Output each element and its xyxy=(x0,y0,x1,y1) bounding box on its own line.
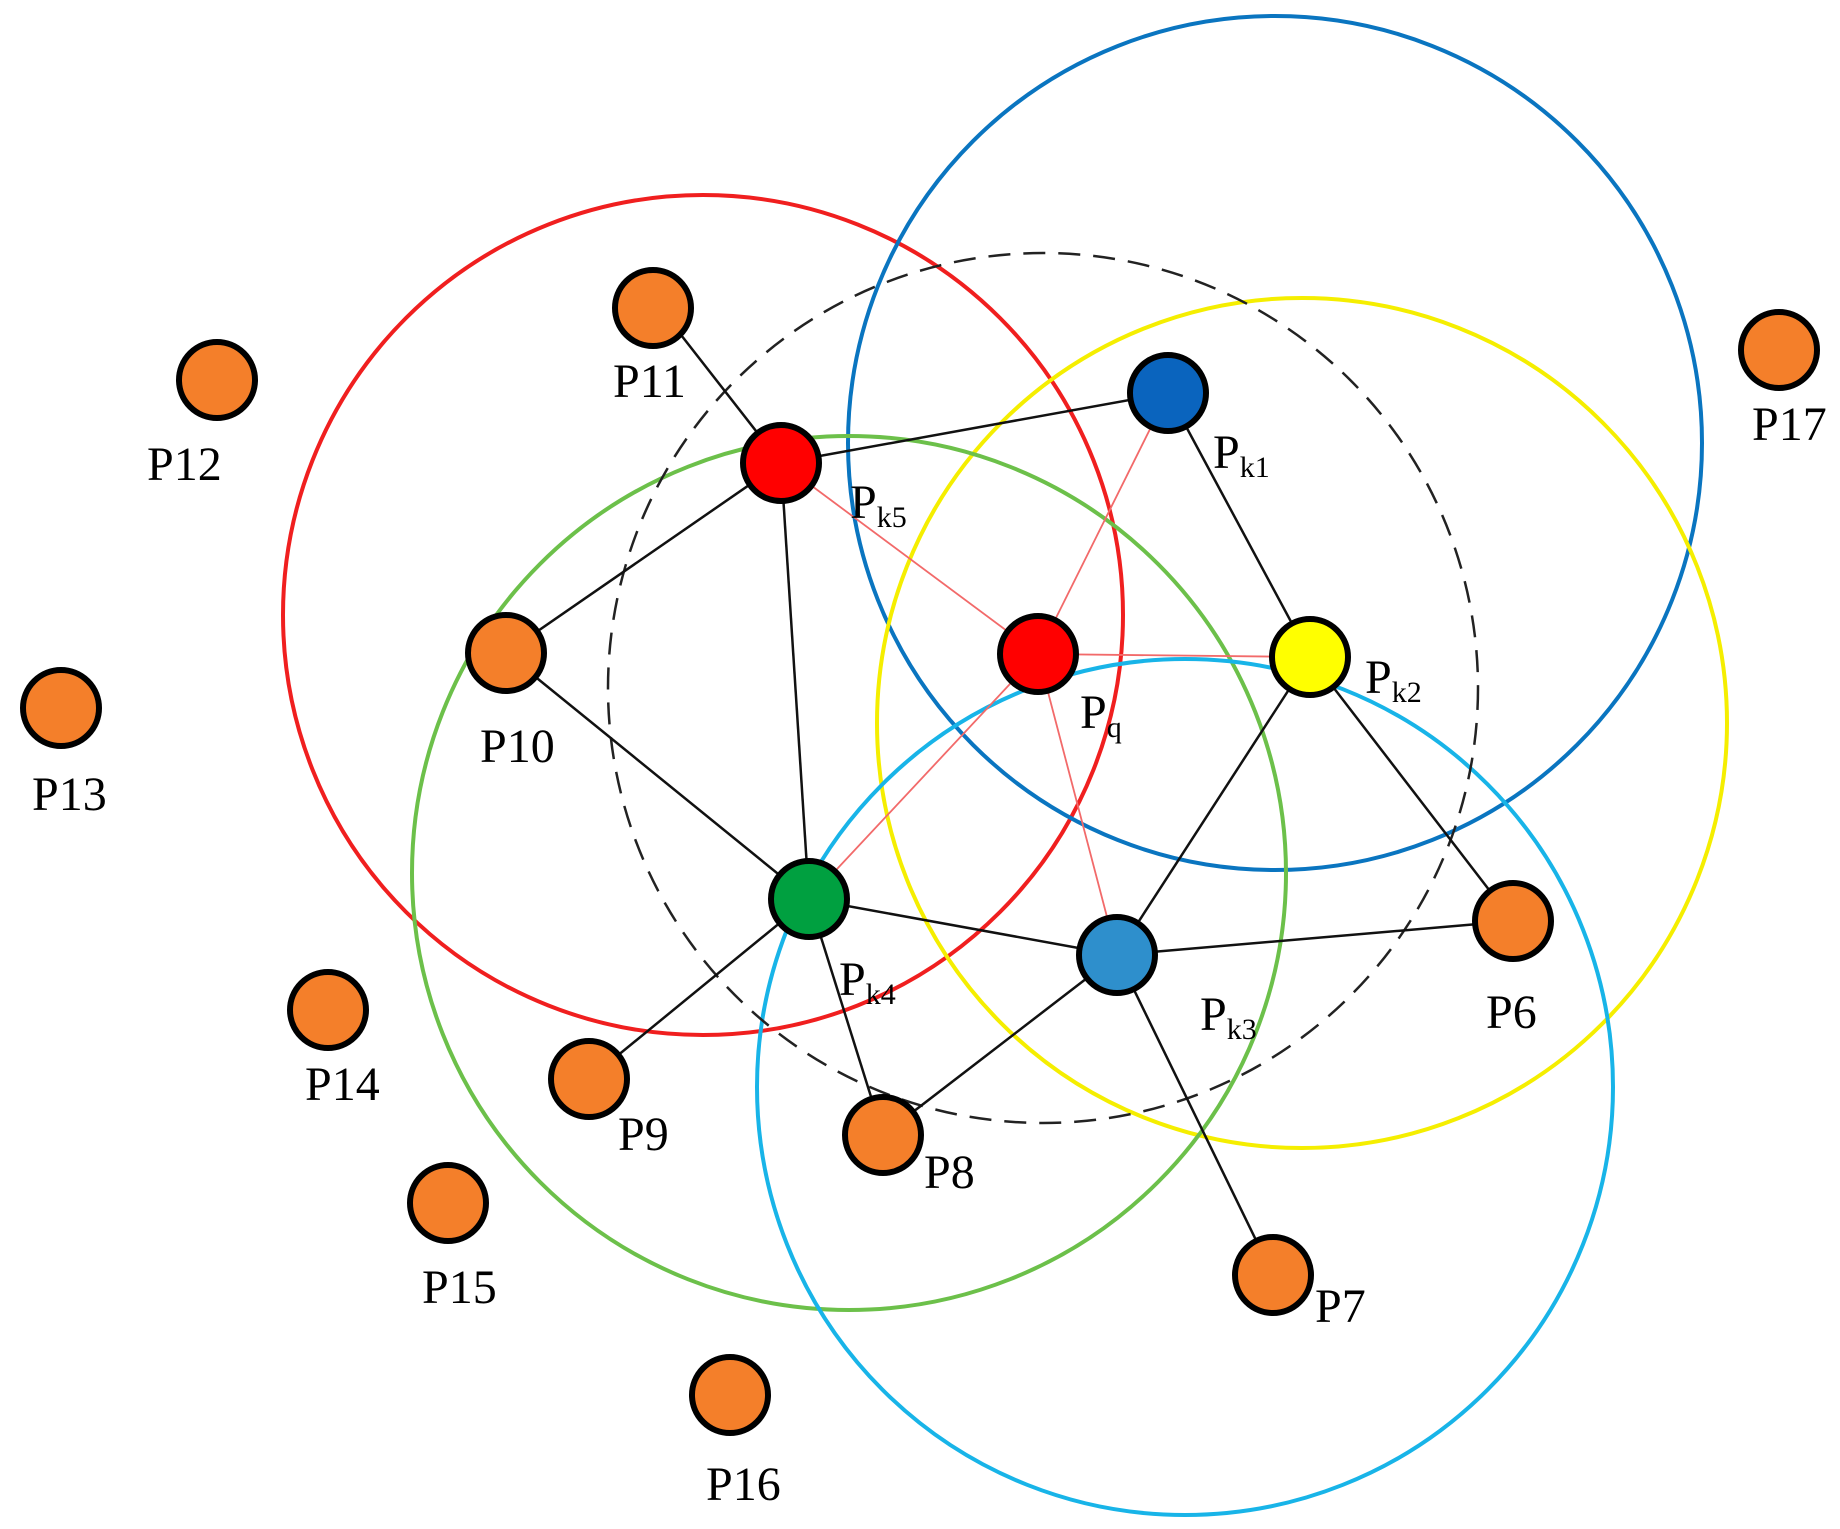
label-pk3: Pk3 xyxy=(1200,988,1257,1046)
node-p8 xyxy=(842,1094,924,1176)
label-p15: P15 xyxy=(422,1261,497,1314)
label-p10: P10 xyxy=(480,720,555,773)
range-circle-green xyxy=(410,434,1288,1312)
edge-pk4-p8 xyxy=(807,898,885,1136)
label-p13: P13 xyxy=(32,768,107,821)
node-p15 xyxy=(407,1162,489,1244)
node-pk4 xyxy=(768,858,850,940)
node-p6 xyxy=(1472,880,1554,962)
edge-pk2-p6 xyxy=(1309,656,1514,922)
label-p11: P11 xyxy=(613,355,686,408)
node-pk1 xyxy=(1127,352,1209,434)
query-edges xyxy=(780,392,1311,956)
edge-pk5-p10 xyxy=(505,461,782,655)
node-p17 xyxy=(1738,309,1820,391)
range-circle-blue xyxy=(846,14,1704,872)
node-p7 xyxy=(1232,1234,1314,1316)
label-p9: P9 xyxy=(618,1108,669,1161)
edge-pk5-pk1 xyxy=(780,391,1169,465)
label-p7: P7 xyxy=(1315,1280,1366,1333)
label-p6: P6 xyxy=(1486,986,1537,1039)
node-p11 xyxy=(612,267,694,349)
edge-pk1-pk2 xyxy=(1166,392,1312,658)
edge-pk5-pk4 xyxy=(779,462,811,900)
label-pk4: Pk4 xyxy=(839,953,896,1011)
label-p17: P17 xyxy=(1752,398,1827,451)
edge-pq-pk2 xyxy=(1037,653,1311,658)
edge-pq-pk4 xyxy=(808,653,1039,900)
node-pk2 xyxy=(1269,616,1351,698)
edge-pq-pk3 xyxy=(1037,653,1118,956)
query-range-dashed-circle xyxy=(606,251,1480,1125)
label-p8: P8 xyxy=(924,1146,975,1199)
edge-pq-pk5 xyxy=(780,462,1039,655)
node-pk3 xyxy=(1076,914,1158,996)
label-p14: P14 xyxy=(305,1058,380,1111)
edge-p10-pk4 xyxy=(505,652,810,900)
node-p9 xyxy=(548,1038,630,1120)
node-pq xyxy=(997,613,1079,695)
label-p12: P12 xyxy=(147,438,222,491)
node-p12 xyxy=(176,339,258,421)
label-pk5: Pk5 xyxy=(850,476,907,534)
neighbor-edges xyxy=(505,307,1514,1276)
node-p14 xyxy=(287,969,369,1051)
edge-pk3-p6 xyxy=(1116,919,1514,957)
edge-pk4-pk3 xyxy=(808,897,1118,957)
node-pk5 xyxy=(740,422,822,504)
edge-pk4-p9 xyxy=(588,898,810,1080)
range-circle-yellow xyxy=(875,296,1729,1150)
node-p16 xyxy=(689,1354,771,1436)
edge-pq-pk1 xyxy=(1037,392,1169,655)
node-p10 xyxy=(465,612,547,694)
range-circle-cyan xyxy=(755,657,1615,1517)
label-pq: Pq xyxy=(1080,686,1122,744)
node-p13 xyxy=(20,667,102,749)
edge-pk3-p7 xyxy=(1115,954,1275,1276)
edge-pk3-p8 xyxy=(882,954,1118,1136)
label-pk1: Pk1 xyxy=(1213,426,1270,484)
label-p16: P16 xyxy=(706,1458,781,1511)
label-pk2: Pk2 xyxy=(1365,651,1422,709)
edge-pk2-pk3 xyxy=(1115,656,1312,956)
range-circle-red xyxy=(281,193,1125,1037)
